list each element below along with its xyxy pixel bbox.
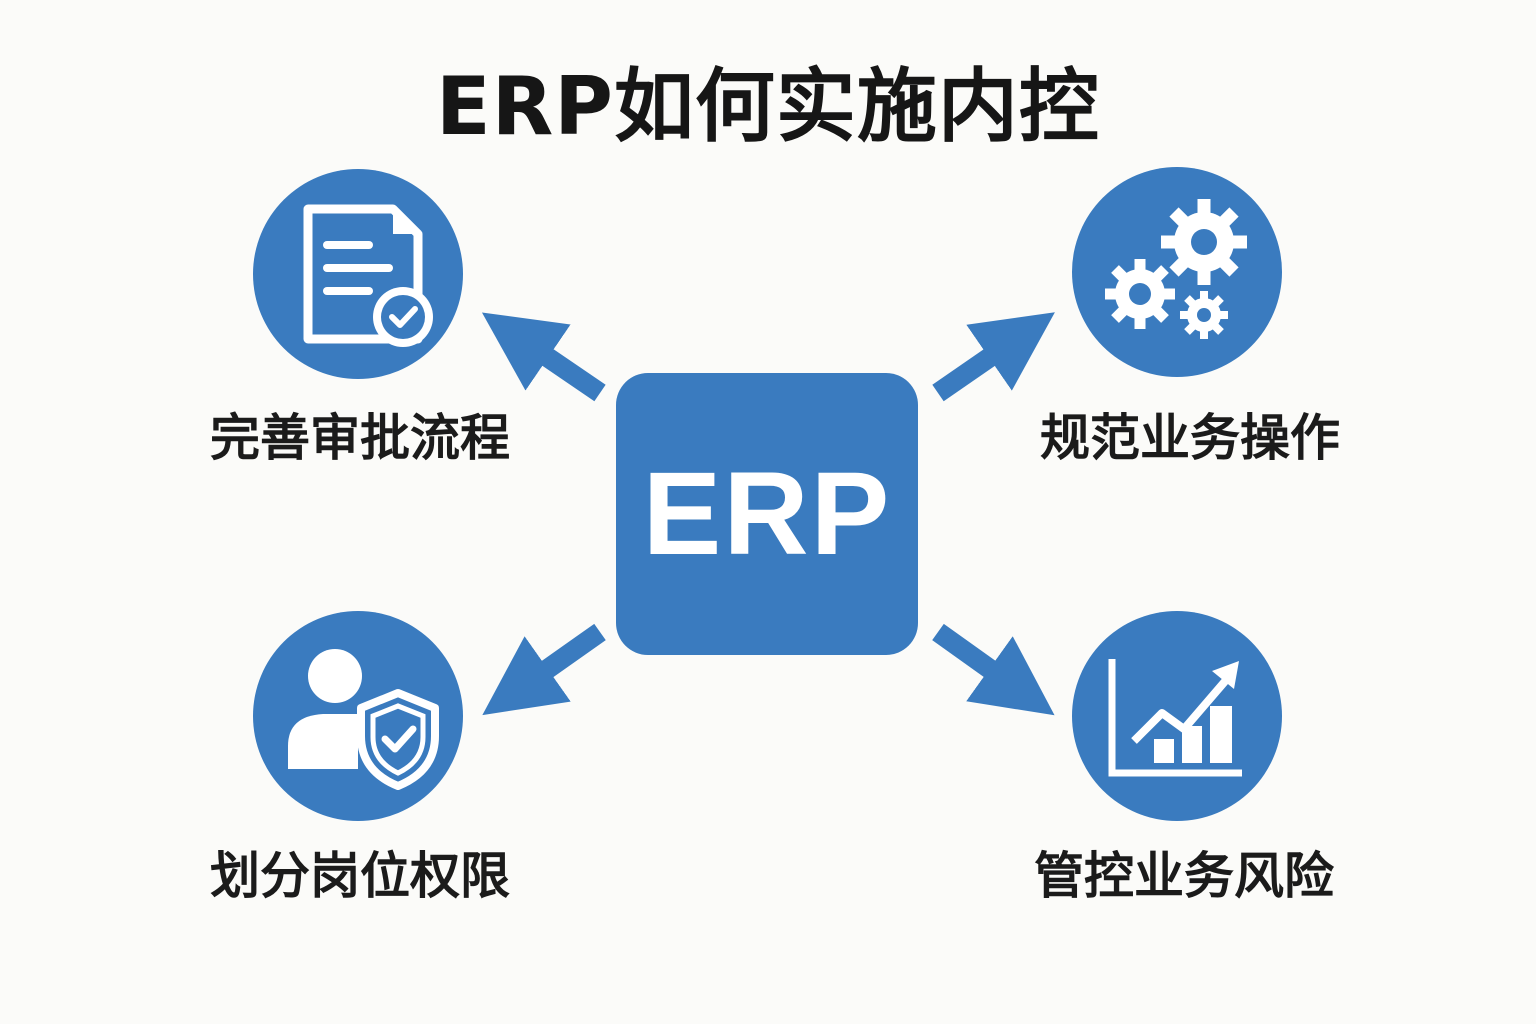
arrow-bottom-right [932,623,1055,716]
node-label: 规范业务操作 [1040,409,1340,467]
gears-icon [1105,199,1247,339]
erp-center-box: ERP [616,373,918,655]
user-shield-icon [288,649,439,790]
erp-label: ERP [642,448,892,580]
chart-trend-icon [1108,659,1242,777]
page-title: ERP如何实施内控 [436,60,1100,153]
node-standard-operations [1072,167,1282,377]
node-role-permissions [253,611,463,821]
node-label: 完善审批流程 [210,409,510,467]
node-label: 划分岗位权限 [210,847,510,905]
node-label: 管控业务风险 [1034,847,1334,905]
document-check-icon [303,204,433,347]
arrow-top-left [481,312,606,402]
arrow-top-right [932,312,1055,402]
arrow-bottom-left [482,623,606,716]
node-risk-control [1072,611,1282,821]
node-approval-process [253,169,463,379]
